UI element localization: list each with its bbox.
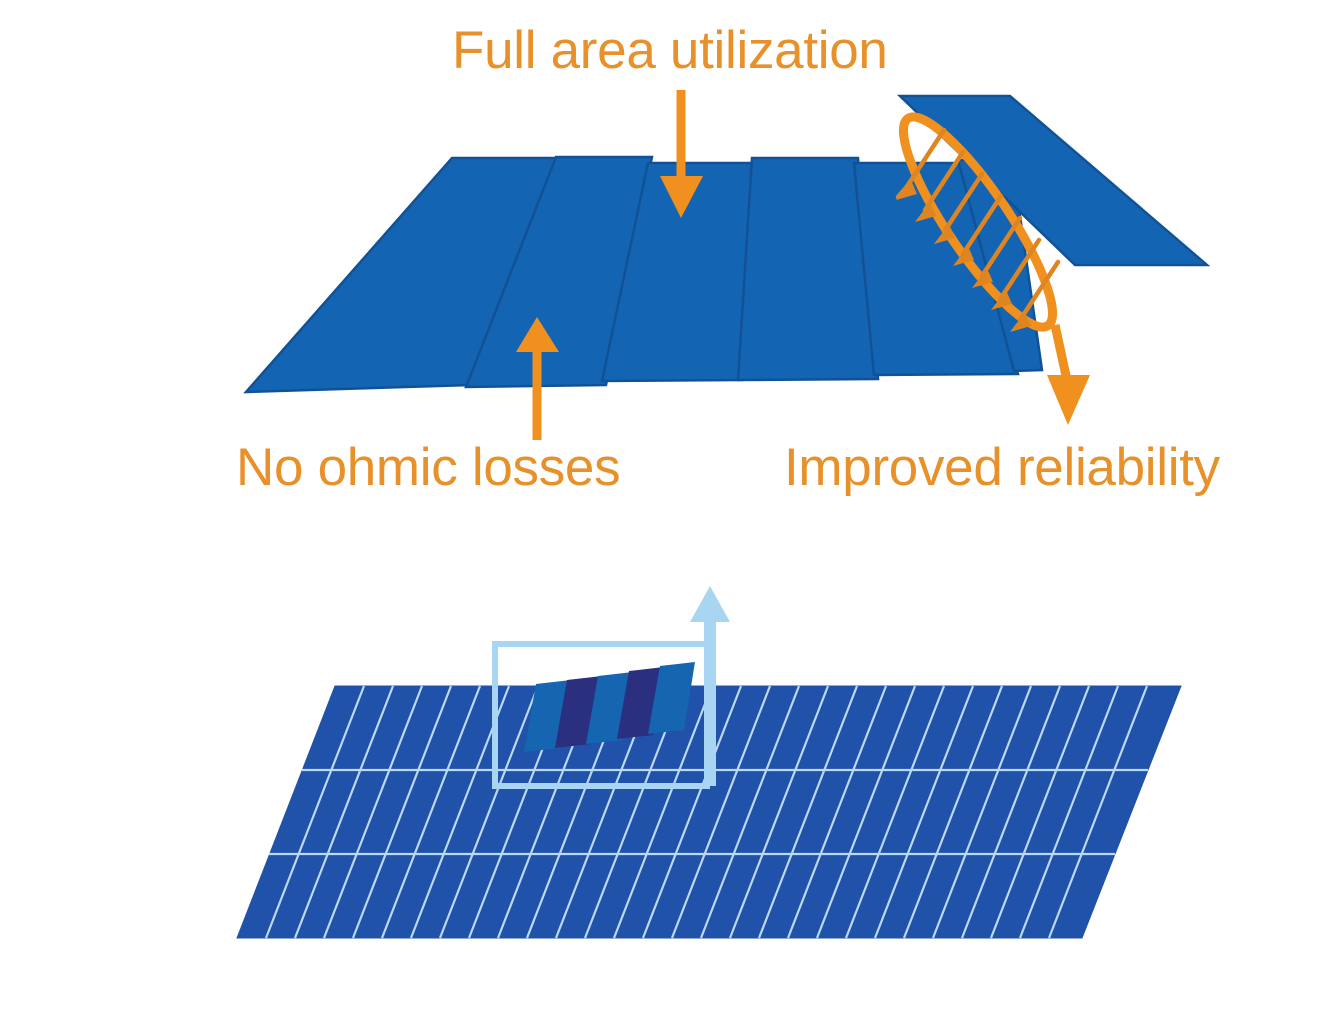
cell-strip-detached	[896, 94, 1211, 267]
interconnection-ellipse-icon	[899, 112, 1057, 332]
full-area-arrow	[660, 90, 703, 218]
label-full-area-utilization: Full area utilization	[452, 21, 888, 80]
current-flow-arrows-icon	[895, 127, 1061, 332]
cell-strip-2	[464, 155, 654, 389]
zoom-strip-group	[524, 662, 695, 752]
label-no-ohmic-losses: No ohmic losses	[236, 438, 621, 497]
cell-strip-5	[852, 161, 1020, 377]
reliability-arrow	[1047, 324, 1090, 425]
no-ohmic-arrow	[516, 317, 559, 440]
solar-module-panel	[236, 685, 1182, 939]
module-row-lines	[269, 768, 1148, 856]
bottom-panel-full-module	[236, 586, 1182, 939]
module-column-lines	[264, 685, 1149, 939]
magnifier-box	[492, 641, 710, 789]
label-improved-reliability: Improved reliability	[784, 438, 1220, 497]
zoom-strip-5	[648, 662, 695, 734]
top-panel-shingled-strips	[243, 90, 1211, 440]
cell-strip-4	[736, 156, 880, 382]
zoom-arrow	[690, 586, 730, 786]
